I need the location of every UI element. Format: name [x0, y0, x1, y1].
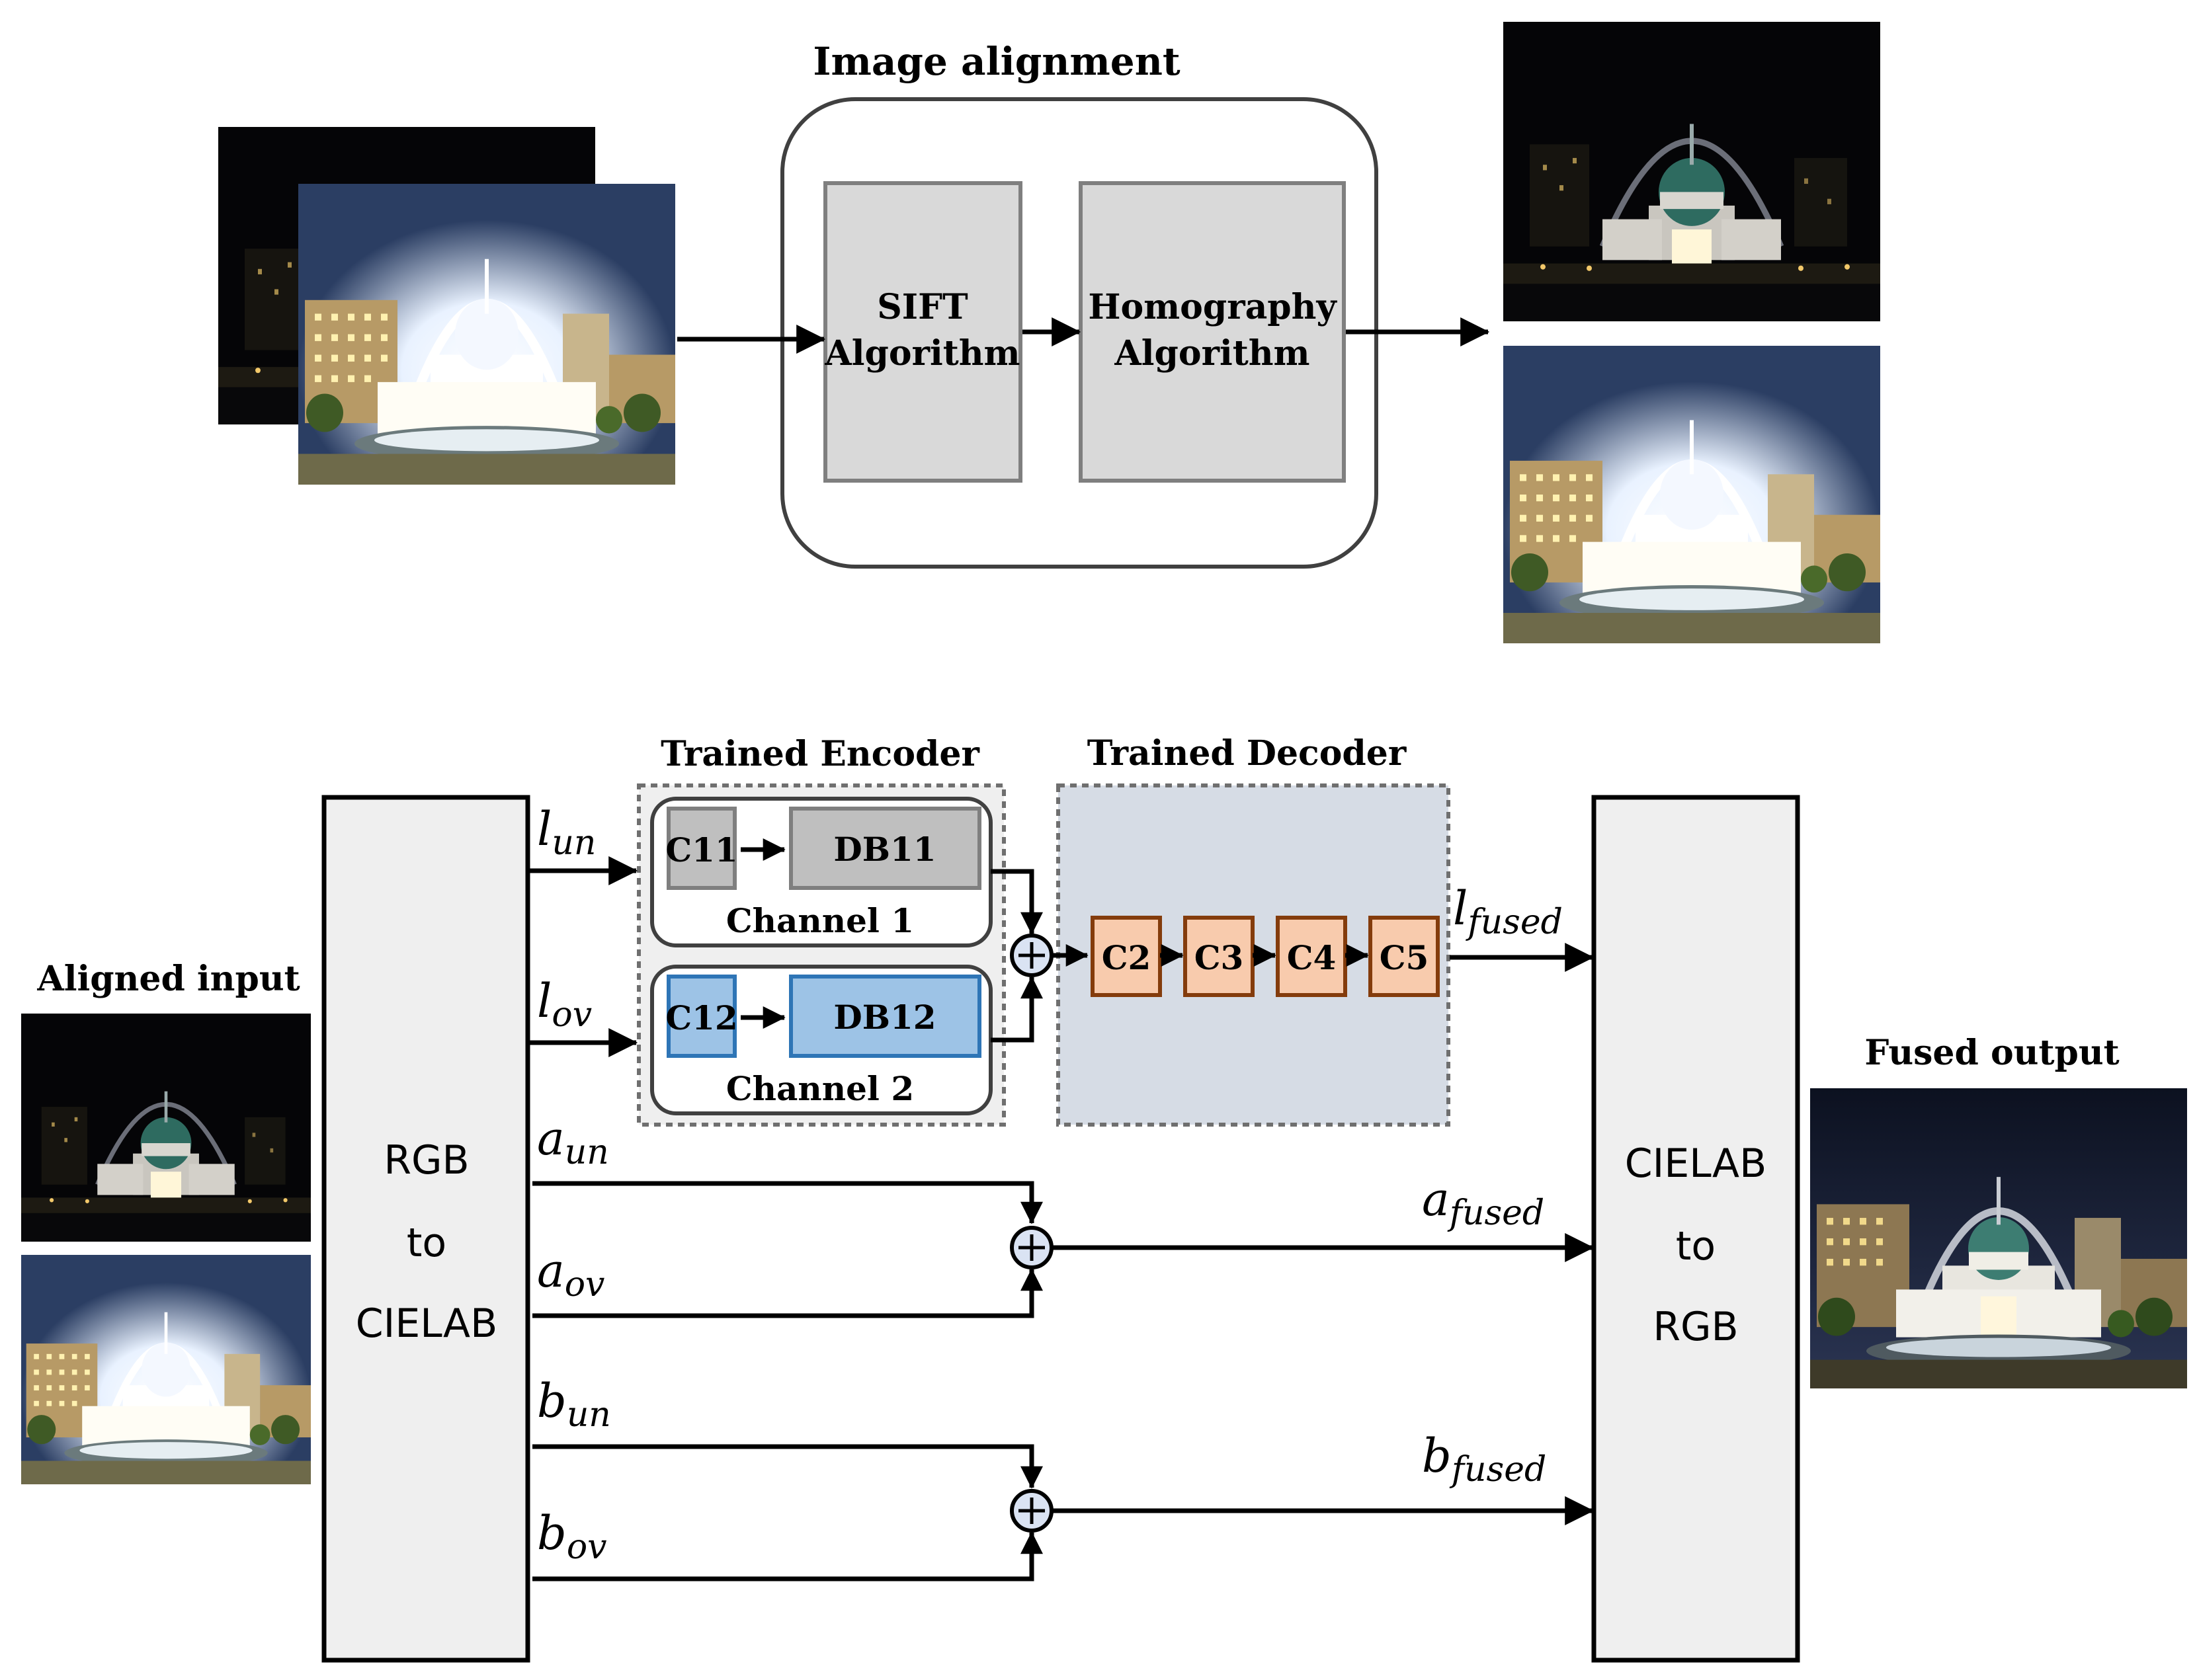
- rgb-to-cielab-line3: CIELAB: [356, 1300, 498, 1347]
- svg-text:C2: C2: [1102, 938, 1151, 977]
- aligned-input-dark-photo: [21, 1014, 311, 1242]
- decoder-c4: C4: [1276, 916, 1347, 997]
- aligned-underexposed-photo: [1503, 22, 1880, 321]
- label-a-ov: aov: [537, 1244, 604, 1304]
- c12-block: [667, 975, 737, 1058]
- cielab-to-rgb-line1: CIELAB: [1625, 1140, 1767, 1187]
- svg-text:C4: C4: [1287, 938, 1337, 977]
- decoder-c3: C3: [1183, 916, 1255, 997]
- label-l-un: lun: [537, 802, 596, 863]
- db11-block: [789, 807, 981, 890]
- wire-b-un: [532, 1444, 1043, 1489]
- aligned-overexposed-photo: [1503, 346, 1880, 643]
- c12-label: C12: [665, 998, 737, 1037]
- aligned-output-stack: [1503, 22, 1880, 643]
- label-b-ov: bov: [537, 1506, 607, 1567]
- circled-plus-icon: [1010, 1489, 1054, 1533]
- wire-b-ov: [532, 1531, 1043, 1581]
- homography-label-line1: Homography: [1088, 287, 1337, 327]
- db11-label: DB11: [833, 830, 936, 869]
- fused-output-photo: [1810, 1088, 2187, 1388]
- cielab-to-rgb-line2: to: [1676, 1223, 1716, 1269]
- homography-label-line2: Algorithm: [1114, 333, 1309, 374]
- fusion-section: Aligned input RGB to CIELAB Trained Enco…: [21, 733, 2187, 1663]
- channel1-label: Channel 1: [726, 901, 914, 940]
- circled-plus-icon: [1010, 1226, 1054, 1269]
- db12-block: [789, 975, 981, 1058]
- rgb-to-cielab-line2: to: [407, 1220, 446, 1266]
- label-b-fused: bfused: [1422, 1429, 1546, 1490]
- cielab-to-rgb-line3: RGB: [1653, 1304, 1738, 1350]
- alignment-title: Image alignment: [813, 39, 1181, 84]
- sift-label-line1: SIFT: [877, 287, 968, 327]
- aligned-input-bright-photo: [21, 1255, 311, 1484]
- wire-a-un: [532, 1181, 1043, 1224]
- c11-block: [667, 807, 737, 890]
- rgb-to-cielab-line1: RGB: [384, 1137, 469, 1183]
- channel2-label: Channel 2: [726, 1069, 914, 1108]
- label-b-un: bun: [537, 1374, 611, 1435]
- rgb-to-cielab-box: [321, 795, 530, 1663]
- aligned-input-label: Aligned input: [36, 959, 300, 999]
- wire-db12-to-sum: [991, 976, 1043, 1043]
- c11-label: C11: [665, 830, 737, 869]
- svg-text:C5: C5: [1380, 938, 1429, 977]
- unaligned-input-stack: [218, 127, 675, 485]
- decoder-c5: C5: [1368, 916, 1440, 997]
- cielab-to-rgb-box: [1591, 795, 1800, 1663]
- label-l-fused: lfused: [1453, 881, 1563, 942]
- decoder-c2: C2: [1091, 916, 1162, 997]
- fused-output-label: Fused output: [1864, 1033, 2119, 1073]
- circled-plus-icon: [1010, 934, 1054, 977]
- sift-label-line2: Algorithm: [824, 333, 1020, 374]
- alignment-section: Image alignment SIFT Algorithm Homograph…: [218, 22, 1880, 643]
- encoder-title: Trained Encoder: [661, 734, 979, 774]
- sift-box: [823, 181, 1022, 483]
- label-a-un: aun: [537, 1111, 609, 1172]
- db12-label: DB12: [833, 998, 936, 1037]
- label-a-fused: afused: [1422, 1172, 1544, 1233]
- homography-box: [1079, 181, 1346, 483]
- wire-a-ov: [532, 1268, 1043, 1318]
- decoder-title: Trained Decoder: [1087, 733, 1407, 774]
- label-l-ov: lov: [537, 974, 592, 1035]
- svg-text:C3: C3: [1194, 938, 1244, 977]
- wire-db11-to-sum: [991, 869, 1043, 935]
- overexposed-photo: [298, 184, 675, 485]
